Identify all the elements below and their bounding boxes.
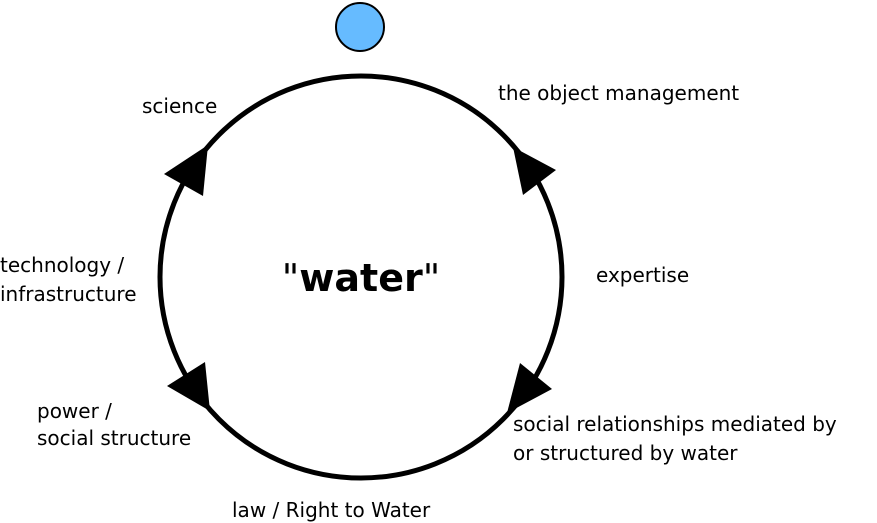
arrow-bottom-left (167, 362, 210, 411)
label-power-line1: power / (37, 399, 112, 423)
center-label: "water" (282, 256, 440, 300)
center-word: water (299, 256, 423, 300)
label-law-right-to-water: law / Right to Water (232, 498, 431, 522)
label-object-management: the object management (498, 81, 740, 105)
center-quote-close: " (422, 256, 441, 300)
top-dot (335, 2, 385, 52)
arrow-bottom-right (507, 363, 552, 413)
label-social-relationships-line1: social relationships mediated by (513, 412, 837, 436)
label-power-line2: social structure (37, 426, 192, 450)
label-expertise: expertise (596, 263, 690, 287)
label-technology-line1: technology / (0, 253, 125, 277)
center-quote-open: " (281, 256, 300, 300)
label-science: science (142, 94, 218, 118)
label-social-relationships-line2: or structured by water (513, 441, 738, 465)
label-technology-line2: infrastructure (0, 282, 137, 306)
arrow-top-left (164, 145, 208, 196)
arrow-top-right (513, 147, 556, 195)
cycle-ring (157, 73, 565, 481)
